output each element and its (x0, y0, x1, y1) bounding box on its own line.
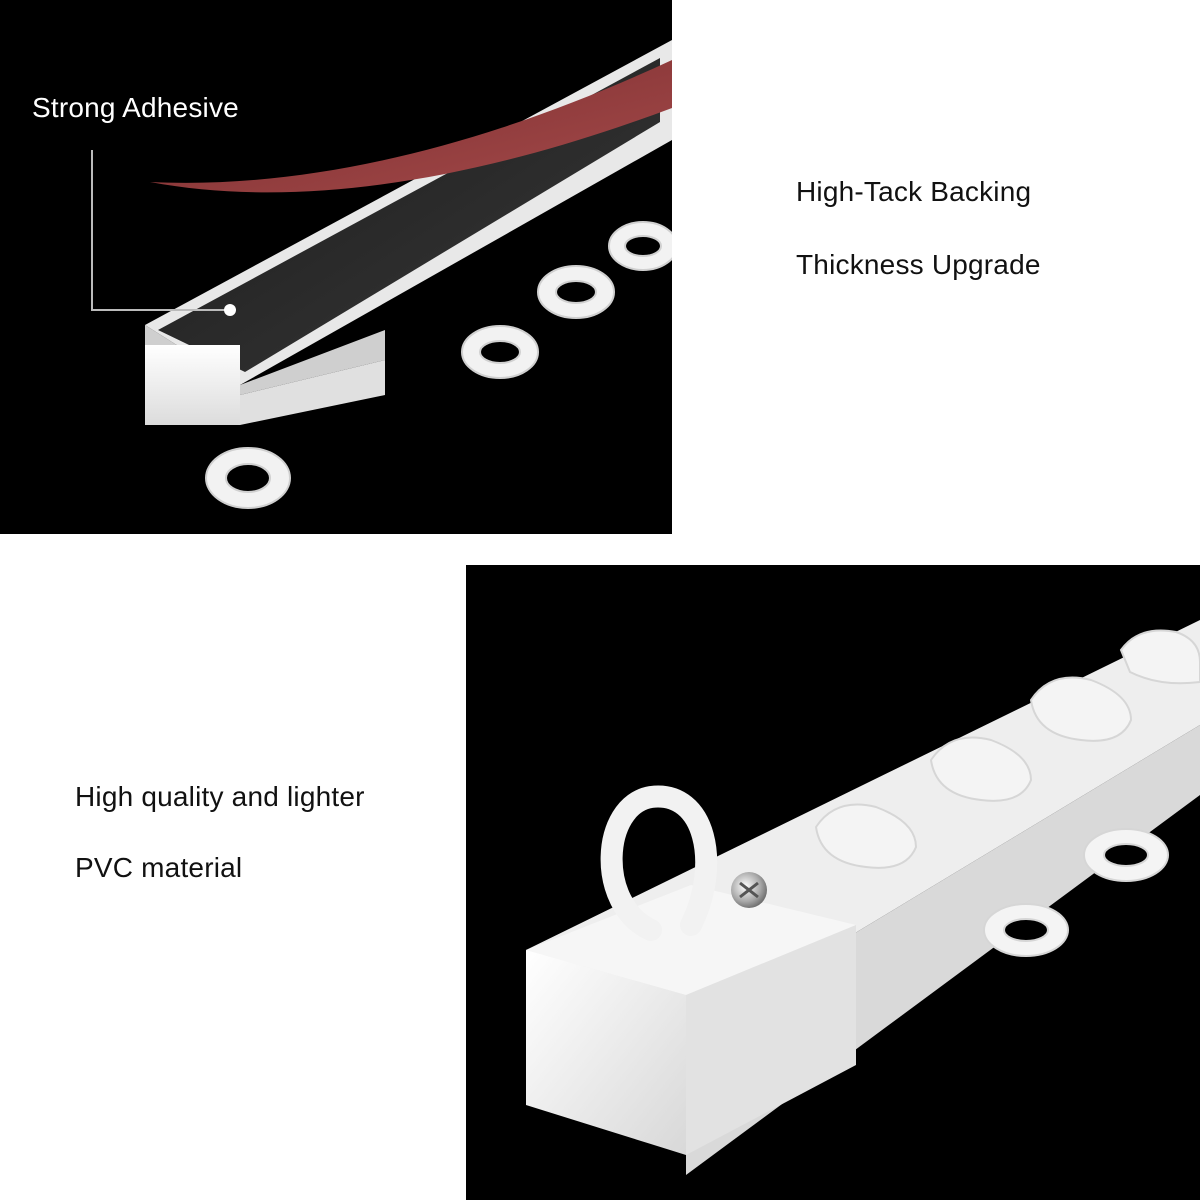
rail-gliders (814, 629, 1200, 957)
track-hooks (205, 221, 672, 509)
callout-dot (224, 304, 236, 316)
feature-pvc-material: PVC material (75, 852, 243, 883)
curtain-track-adhesive-illustration (91, 40, 672, 509)
product-photo-adhesive: Strong Adhesive (0, 0, 672, 534)
end-cap-front (526, 950, 686, 1155)
feature-thickness-upgrade: Thickness Upgrade (796, 249, 1041, 280)
track-end-cap (145, 345, 240, 425)
track-side-face (240, 360, 385, 425)
end-cap-ring (600, 785, 718, 941)
callout-leader-line (91, 150, 228, 311)
callout-strong-adhesive: Strong Adhesive (32, 92, 239, 123)
feature-high-tack-backing: High-Tack Backing (796, 176, 1032, 207)
feature-high-quality-lighter: High quality and lighter (75, 781, 365, 812)
curtain-track-end-illustration (526, 620, 1200, 1175)
red-release-liner (150, 60, 672, 193)
end-cap-side (686, 925, 856, 1155)
product-photo-track-end (466, 565, 1200, 1200)
end-cap-top (526, 885, 856, 995)
